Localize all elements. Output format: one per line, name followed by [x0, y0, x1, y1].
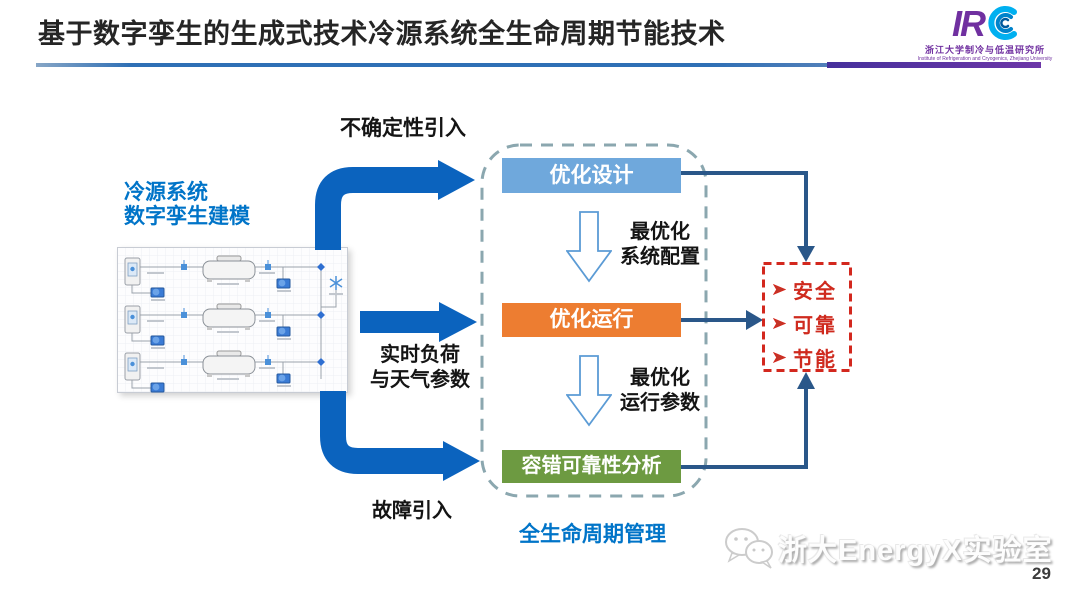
down-arrow-icon [566, 211, 612, 283]
fault-label: 故障引入 [372, 500, 452, 522]
model-label: 冷源系统 数字孪生建模 [124, 181, 250, 229]
watermark-text: 浙大EnergyX实验室 [778, 535, 1053, 567]
irc-logo-ir: IR [952, 3, 986, 44]
operation-outcome-label: 最优化 运行参数 [620, 367, 700, 414]
stage-design-box: 优化设计 [502, 158, 681, 193]
uncertainty-arrow [315, 160, 475, 250]
realtime-label-line1: 实时负荷 [380, 344, 460, 366]
irc-logo-letters: IR [900, 2, 1070, 42]
fault-arrow [320, 391, 480, 481]
arrowhead-bullet-icon [773, 317, 786, 329]
title-underline [36, 63, 827, 67]
goals-box: 安全 可靠 节能 [762, 262, 852, 372]
design-outcome-label: 最优化 系统配置 [620, 221, 700, 268]
arrowhead-bullet-icon [773, 351, 786, 363]
realtime-label: 实时负荷 与天气参数 [342, 343, 498, 393]
snowflake-icon [329, 276, 343, 290]
goal-item-reliable: 可靠 [762, 306, 852, 340]
model-label-line2: 数字孪生建模 [124, 205, 250, 228]
realtime-arrow [360, 302, 477, 342]
page-number: 29 [1032, 564, 1051, 583]
watermark: 浙大EnergyX实验室 [722, 524, 1053, 572]
stage-fault-box: 容错可靠性分析 [502, 450, 681, 483]
lifecycle-caption: 全生命周期管理 [519, 523, 666, 546]
digital-twin-diagram [117, 247, 348, 393]
wechat-icon [725, 528, 773, 569]
realtime-label-line2: 与天气参数 [370, 369, 470, 391]
irc-logo: IR 浙江大学制冷与低温研究所 Institute of Refrigerati… [900, 2, 1070, 62]
down-arrow-icon [566, 355, 612, 427]
uncertainty-label: 不确定性引入 [340, 117, 466, 140]
goal-item-safe: 安全 [762, 272, 852, 306]
arrowhead-bullet-icon [773, 283, 786, 295]
stage-operation-box: 优化运行 [502, 303, 681, 337]
page-title: 基于数字孪生的生成式技术冷源系统全生命周期节能技术 [38, 19, 726, 49]
institute-name-cn: 浙江大学制冷与低温研究所 [924, 45, 1045, 55]
logo-underline [827, 62, 1041, 68]
model-label-line1: 冷源系统 [124, 181, 208, 204]
irc-logo-c-wave-icon [988, 6, 1017, 40]
goal-item-energy-saving: 节能 [762, 340, 852, 374]
institute-name-en: Institute of Refrigeration and Cryogenic… [917, 56, 1053, 62]
